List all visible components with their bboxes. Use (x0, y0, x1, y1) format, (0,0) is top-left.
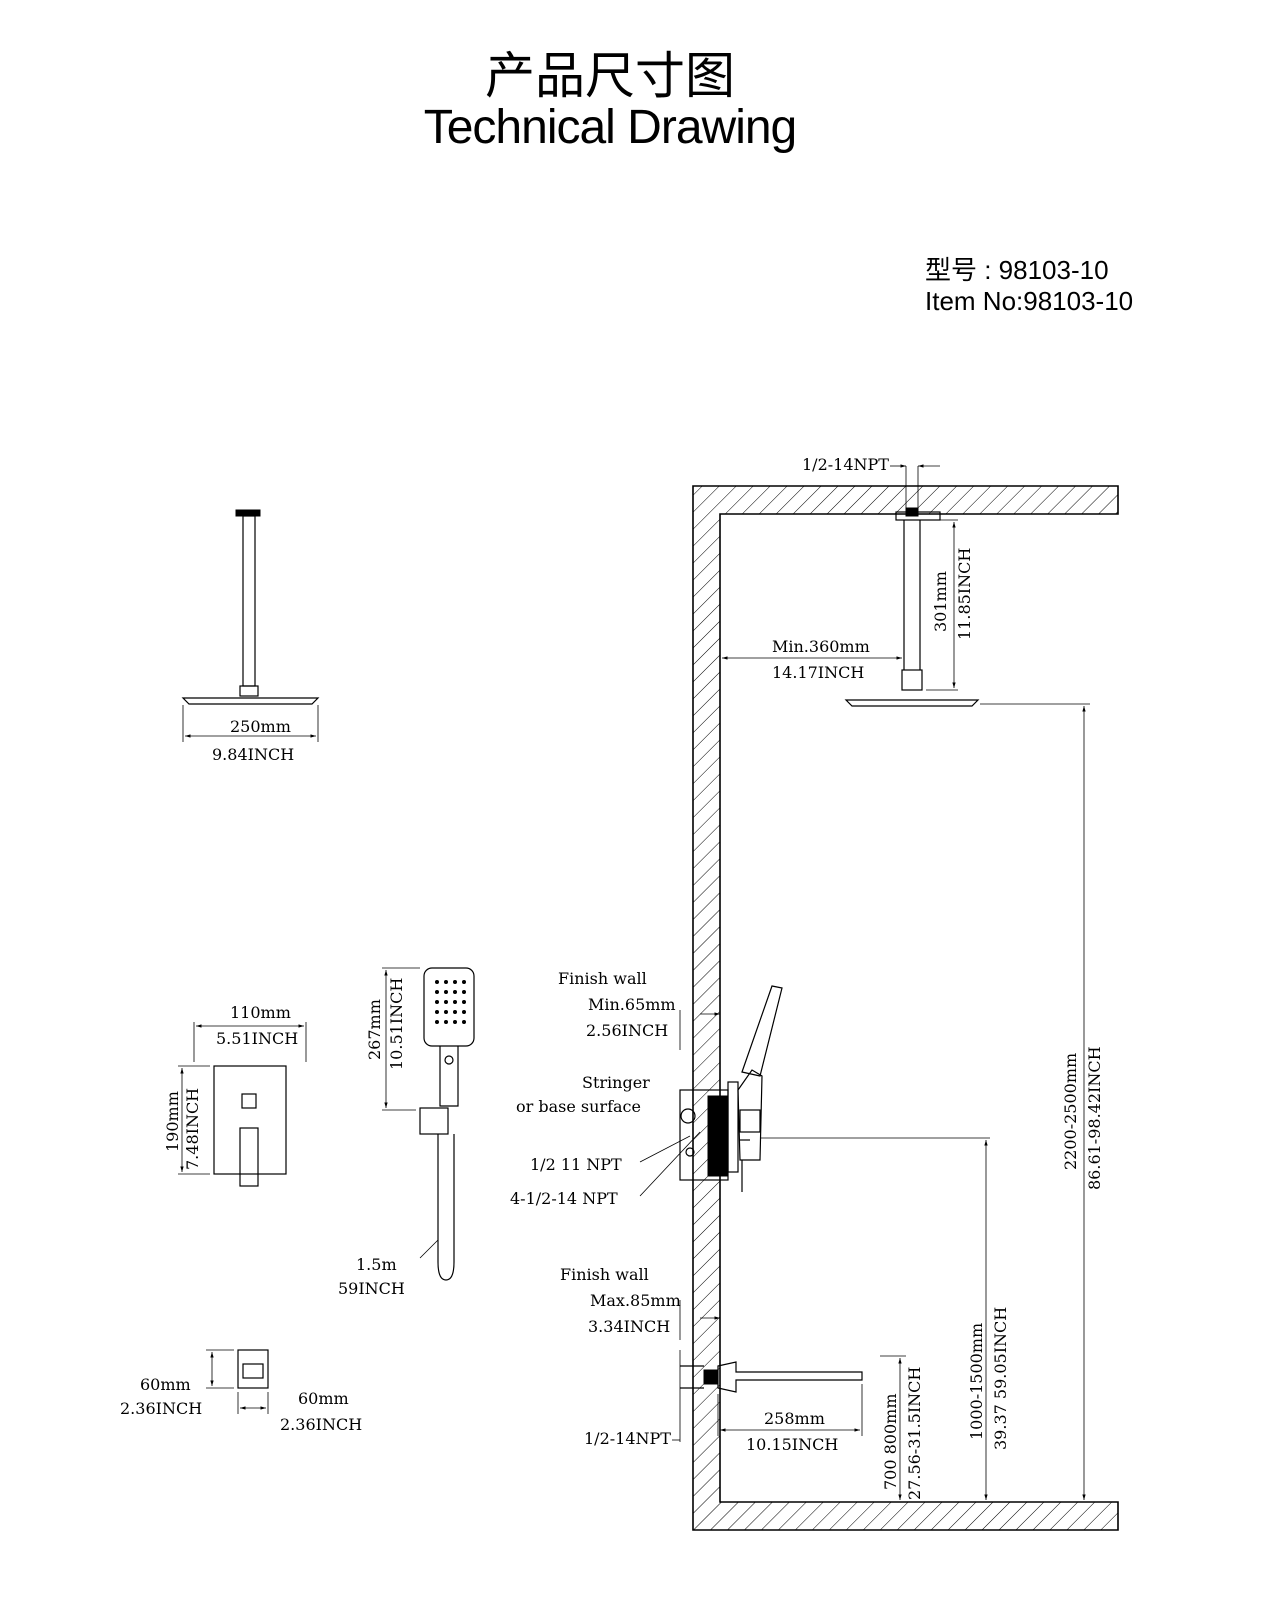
page-title: Technical Drawing (423, 101, 798, 154)
hand-shower-grip-icon (439, 1046, 459, 1107)
valve-width-mm: 110mm (230, 1003, 291, 1022)
model-number-chinese: 型号 : 98103-10 (925, 255, 1109, 285)
arm-length-in: 11.85INCH (955, 548, 974, 640)
finish-wall-2-in: 3.34INCH (588, 1317, 670, 1336)
finish-wall-2-mm: Max.85mm (590, 1291, 681, 1310)
holder-depth-in: 2.36INCH (120, 1399, 202, 1418)
handheld-length-mm: 267mm (365, 999, 384, 1060)
hose-icon (437, 1134, 455, 1281)
valve-width-in: 5.51INCH (216, 1029, 298, 1048)
finish-wall-2-label: Finish wall (560, 1265, 649, 1284)
total-height-dimension: 2200-2500mm 86.61-98.42INCH (980, 703, 1104, 1500)
rain-shower-view: 250mm 9.84INCH (181, 509, 320, 764)
holder-block-icon (237, 1349, 269, 1389)
min-wall-distance-in: 14.17INCH (772, 663, 864, 682)
spray-nozzles-icon (435, 980, 466, 1024)
wall-hatching (692, 485, 1119, 1531)
ceiling-flange-icon (235, 509, 261, 517)
section-valve: Finish wall Min.65mm 2.56INCH Stringer o… (510, 969, 783, 1208)
rain-head-icon (181, 697, 320, 705)
section-rain-shower: 1/2-14NPT 301mm 11.85INCH Min.360mm 14.1… (722, 455, 980, 707)
valve-height-in: 7.48INCH (183, 1088, 202, 1170)
ceiling-npt-label: 1/2-14NPT (802, 455, 889, 474)
valve-handle-icon (239, 1127, 259, 1187)
spout-length-in: 10.15INCH (746, 1435, 838, 1454)
npt-4-label: 4-1/2-14 NPT (510, 1189, 618, 1208)
hose-length-in: 59INCH (338, 1279, 405, 1298)
holder-width-in: 2.36INCH (280, 1415, 362, 1434)
hose-length-m: 1.5m (356, 1255, 397, 1274)
valve-height-mm: 190mm (163, 1091, 182, 1152)
section-rain-head-icon (844, 699, 980, 707)
valve-height-range-mm: 1000-1500mm (967, 1323, 986, 1440)
stringer-label-1: Stringer (582, 1073, 650, 1092)
section-hand-shower-icon (741, 985, 783, 1077)
section-valve-handle-icon (737, 1069, 763, 1161)
spout-height-in: 27.56-31.5INCH (905, 1367, 924, 1500)
tub-spout-icon (717, 1361, 863, 1393)
holder-depth-mm: 60mm (140, 1375, 191, 1394)
finish-wall-1-in: 2.56INCH (586, 1021, 668, 1040)
spout-height-mm: 700 800mm (881, 1393, 900, 1490)
npt-11-label: 1/2 11 NPT (530, 1155, 622, 1174)
stringer-label-2: or base surface (516, 1097, 641, 1116)
rain-width-in: 9.84INCH (212, 745, 294, 764)
valve-height-range-in: 39.37 59.05INCH (991, 1307, 1010, 1450)
item-number: Item No:98103-10 (925, 286, 1134, 316)
valve-height-dimension: 1000-1500mm 39.37 59.05INCH (760, 1137, 1010, 1500)
wall-holder-icon (419, 1107, 449, 1135)
valve-trim-view: 110mm 5.51INCH 190mm 7.48INCH (163, 1003, 307, 1187)
holder-width-mm: 60mm (298, 1389, 349, 1408)
rain-width-mm: 250mm (230, 717, 291, 736)
valve-plate-icon (213, 1065, 287, 1175)
shower-arm-icon (242, 515, 256, 687)
total-height-in: 86.61-98.42INCH (1085, 1046, 1104, 1190)
finish-wall-1-label: Finish wall (558, 969, 647, 988)
handheld-view: 267mm 10.51INCH 1.5m 59INCH (338, 967, 475, 1298)
min-wall-distance-mm: Min.360mm (772, 637, 870, 656)
wall-section (692, 485, 1119, 1531)
arm-length-mm: 301mm (931, 571, 950, 632)
finish-wall-1-mm: Min.65mm (588, 995, 676, 1014)
spout-npt-label: 1/2-14NPT (584, 1429, 671, 1448)
section-spout: Finish wall Max.85mm 3.34INCH 1/2-14NPT … (560, 1265, 924, 1500)
holder-view: 60mm 2.36INCH 60mm 2.36INCH (120, 1349, 362, 1434)
hand-shower-head-icon (423, 967, 475, 1047)
total-height-mm: 2200-2500mm (1061, 1053, 1080, 1170)
page-title-chinese: 产品尺寸图 (485, 48, 735, 104)
handheld-length-in: 10.51INCH (387, 978, 406, 1070)
spout-length-mm: 258mm (764, 1409, 825, 1428)
